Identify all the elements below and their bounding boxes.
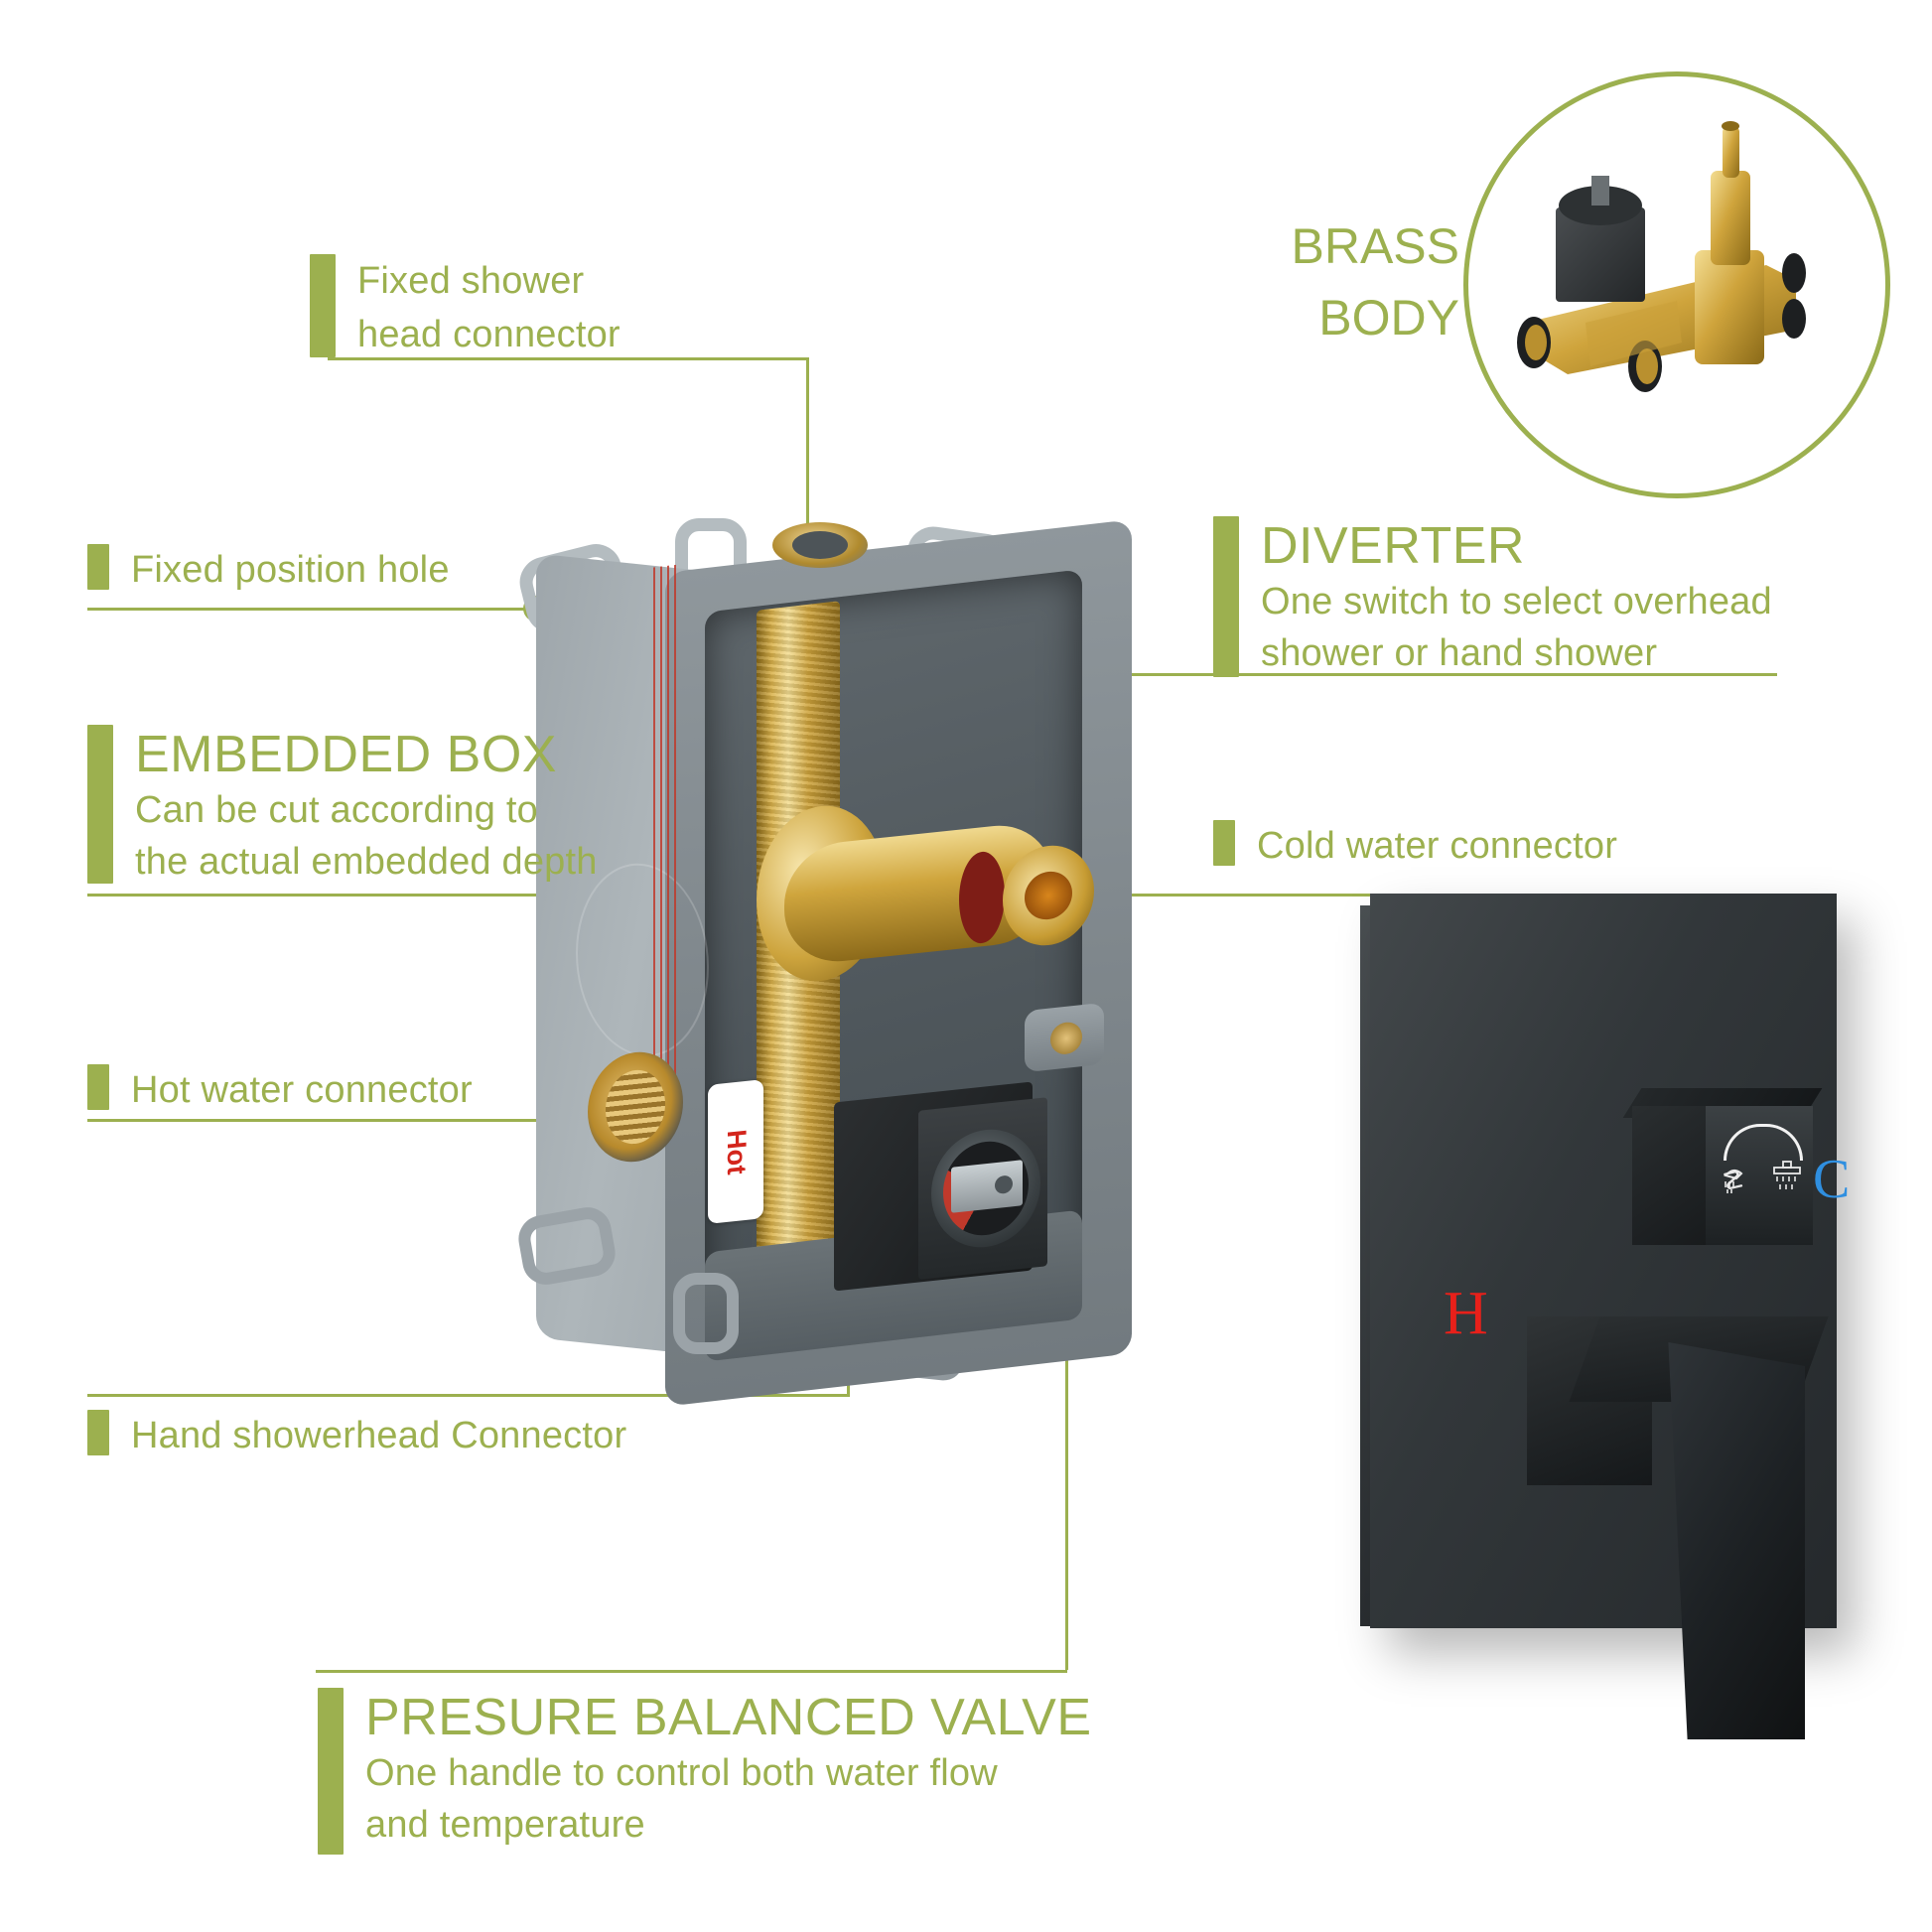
hand-shower-glyph-icon [1724, 1170, 1743, 1193]
callout-text: Hand showerhead Connector [131, 1410, 626, 1461]
callout-line: and temperature [365, 1804, 645, 1846]
hot-marking: H [1444, 1280, 1488, 1347]
accent-bar [1213, 516, 1239, 677]
callout-line: the actual embedded depth [135, 841, 598, 883]
cartridge-stem [951, 1160, 1023, 1213]
callout-heading: DIVERTER [1261, 517, 1525, 575]
leader-hot-water [87, 1119, 628, 1122]
callout-line: Can be cut according to [135, 789, 538, 831]
callout-hot-water-connector: Hot water connector [87, 1064, 473, 1116]
cut-depth-rings [653, 564, 679, 1124]
hot-sticker-label: Hot [721, 1127, 752, 1176]
callout-line: Fixed position hole [131, 549, 450, 591]
brass-body-title: BRASS BODY [1246, 210, 1459, 353]
callout-diverter: DIVERTER One switch to select overhead s… [1213, 516, 1772, 679]
accent-bar [310, 254, 336, 357]
callout-cold-water-connector: Cold water connector [1213, 820, 1617, 872]
callout-fixed-shower-head-connector: Fixed shower head connector [310, 254, 621, 361]
side-screw-boss [1025, 1002, 1104, 1073]
callout-text: Cold water connector [1257, 820, 1617, 872]
callout-line: Hot water connector [131, 1069, 473, 1111]
leader-pbv-v [1065, 1201, 1068, 1670]
leader-hand-shower-h [87, 1394, 850, 1397]
callout-heading: PRESURE BALANCED VALVE [365, 1689, 1092, 1746]
brass-body-inset-circle [1463, 71, 1890, 498]
leader-pbv-h [316, 1670, 1067, 1673]
brass-body-title-line2: BODY [1318, 290, 1459, 345]
callout-embedded-box: EMBEDDED BOX Can be cut according to the… [87, 725, 598, 888]
callout-text: EMBEDDED BOX Can be cut according to the… [135, 725, 598, 888]
callout-text: Fixed shower head connector [357, 254, 621, 361]
brass-body-title-line1: BRASS [1291, 218, 1459, 274]
leader-fixed-position-hole [87, 608, 534, 611]
callout-line: One switch to select overhead [1261, 581, 1772, 622]
accent-bar [87, 1064, 109, 1110]
accent-bar [318, 1688, 344, 1855]
rain-shower-glyph-icon [1773, 1161, 1801, 1189]
leader-fixed-shower-head-h [328, 357, 809, 360]
accent-bar [87, 1410, 109, 1455]
rough-in-valve-box [514, 518, 1152, 1410]
leader-diverter-h [1082, 673, 1777, 676]
callout-line: shower or hand shower [1261, 632, 1658, 674]
fixed-shower-outlet-port [772, 522, 868, 568]
callout-line: Fixed shower [357, 260, 585, 302]
accent-bar [87, 725, 113, 884]
mounting-lug-bottom-mid [673, 1273, 739, 1354]
callout-text: PRESURE BALANCED VALVE One handle to con… [365, 1688, 1092, 1851]
accent-bar [87, 544, 109, 590]
brass-valve-body-icon [1517, 121, 1806, 392]
callout-hand-showerhead-connector: Hand showerhead Connector [87, 1410, 626, 1461]
callout-heading: EMBEDDED BOX [135, 726, 557, 783]
callout-line: Cold water connector [1257, 825, 1618, 867]
accent-bar [1213, 820, 1235, 866]
leader-fixed-shower-head-v2 [806, 357, 809, 584]
callout-line: One handle to control both water flow [365, 1752, 998, 1794]
lever-handle[interactable] [1668, 1342, 1805, 1739]
callout-text: DIVERTER One switch to select overhead s… [1261, 516, 1772, 679]
callout-line: head connector [357, 314, 621, 355]
callout-line: Hand showerhead Connector [131, 1415, 627, 1456]
leader-embedded-box [87, 894, 762, 897]
callout-fixed-position-hole: Fixed position hole [87, 544, 450, 596]
cold-marking: C [1813, 1149, 1851, 1210]
hot-sticker: Hot [708, 1079, 763, 1224]
callout-text: Fixed position hole [131, 544, 450, 596]
callout-presure-balanced-valve: PRESURE BALANCED VALVE One handle to con… [318, 1688, 1092, 1855]
callout-text: Hot water connector [131, 1064, 473, 1116]
